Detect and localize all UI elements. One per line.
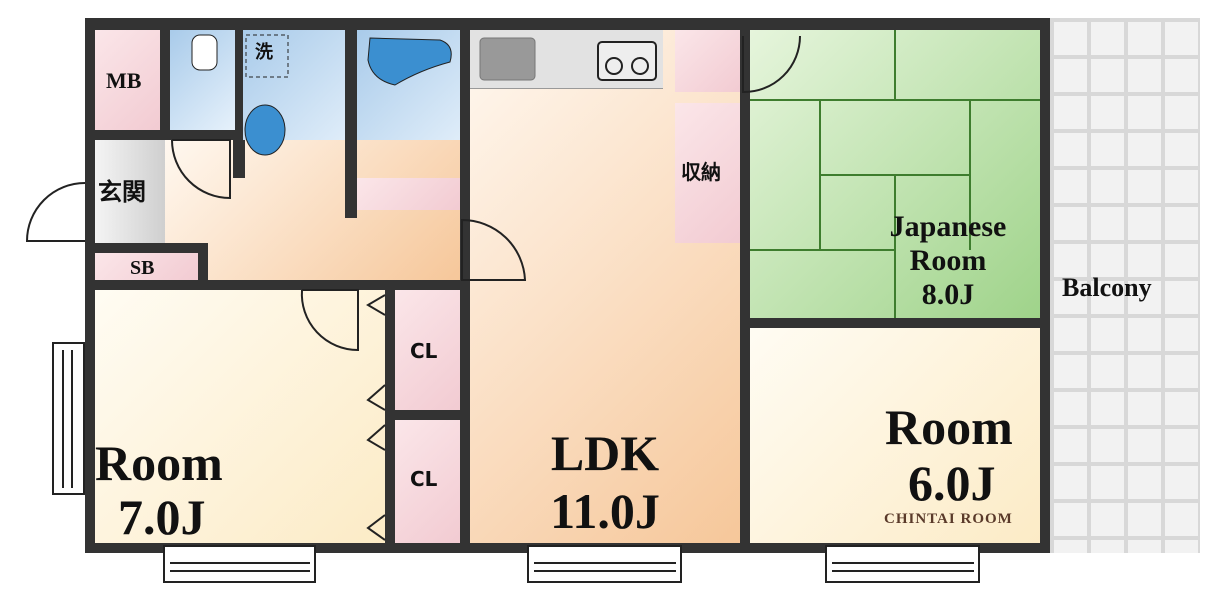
room6-size: 6.0J <box>908 455 996 511</box>
room7-size: 7.0J <box>118 489 206 545</box>
wall-segment <box>233 140 245 178</box>
closet-1 <box>395 290 460 410</box>
storage-label: 収納 <box>681 160 721 184</box>
small-storage <box>357 178 460 210</box>
closet-1-label: CL <box>410 339 438 363</box>
mb-room <box>95 30 160 130</box>
entry-door-arc <box>25 182 86 242</box>
window-lines <box>62 350 974 572</box>
room7-door-arc <box>300 289 359 352</box>
room7-name: Room <box>95 435 223 491</box>
basin-icon <box>244 104 286 156</box>
storage-room <box>675 103 740 243</box>
chintai-room-logo: CHINTAI ROOM <box>884 511 1013 527</box>
mb-label: MB <box>106 68 142 93</box>
balcony <box>1050 18 1200 553</box>
wall-segment <box>95 243 208 253</box>
tatami-lines <box>750 30 1040 318</box>
room-7 <box>95 290 385 543</box>
stove-icon <box>597 41 657 81</box>
bathtub-icon <box>367 37 452 86</box>
sink-icon <box>479 37 536 81</box>
closet-folding-doors <box>366 294 386 541</box>
closet-2 <box>395 420 460 543</box>
ldk-name: LDK <box>550 425 660 481</box>
ldk-door-arc <box>461 218 527 281</box>
washer-label: 洗 <box>255 42 273 63</box>
bay-window <box>52 342 85 495</box>
room6-name: Room <box>885 399 1013 455</box>
ldk-size: 11.0J <box>550 483 660 539</box>
washer-space <box>245 34 289 78</box>
hallway <box>165 140 460 280</box>
wall-segment <box>345 140 357 218</box>
room-6 <box>750 328 1040 543</box>
entrance <box>95 140 165 243</box>
japanese-room-label: Japanese Room 8.0J <box>868 210 1028 312</box>
japanese-room-name-2: Room <box>909 244 987 277</box>
wall-segment <box>198 253 208 280</box>
closet-top <box>675 30 740 92</box>
closet-2-label: CL <box>410 467 438 491</box>
balcony-label: Balcony <box>1062 273 1152 302</box>
closet-door-arc <box>742 35 801 94</box>
entrance-label: 玄関 <box>98 178 146 206</box>
sb-label: SB <box>130 257 155 279</box>
japanese-room-size: 8.0J <box>921 278 975 311</box>
toilet-icon <box>191 34 218 71</box>
japanese-room-name: Japanese <box>889 210 1007 243</box>
sb-room <box>95 253 198 280</box>
door-arc <box>171 139 231 200</box>
